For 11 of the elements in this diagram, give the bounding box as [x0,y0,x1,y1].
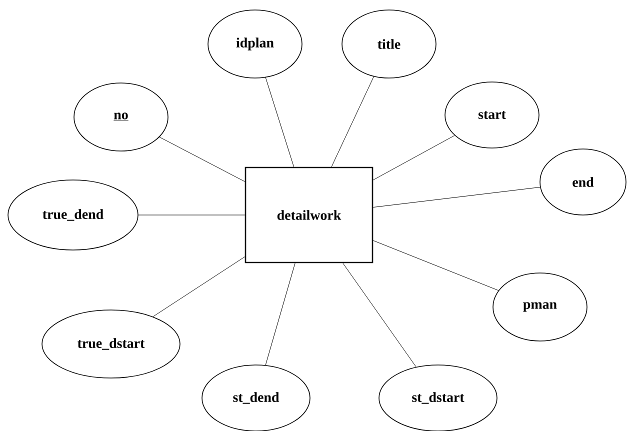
connector-line [152,256,246,317]
connector-line [265,262,296,366]
connector-line [265,77,294,168]
connector-line [372,240,499,291]
connector-line [138,214,246,216]
connector-line [372,186,540,208]
connector-line [342,262,416,368]
connector-line [159,136,246,182]
connector-line [331,76,374,168]
entity-box: detailwork [244,166,374,264]
connector-line [372,135,455,180]
